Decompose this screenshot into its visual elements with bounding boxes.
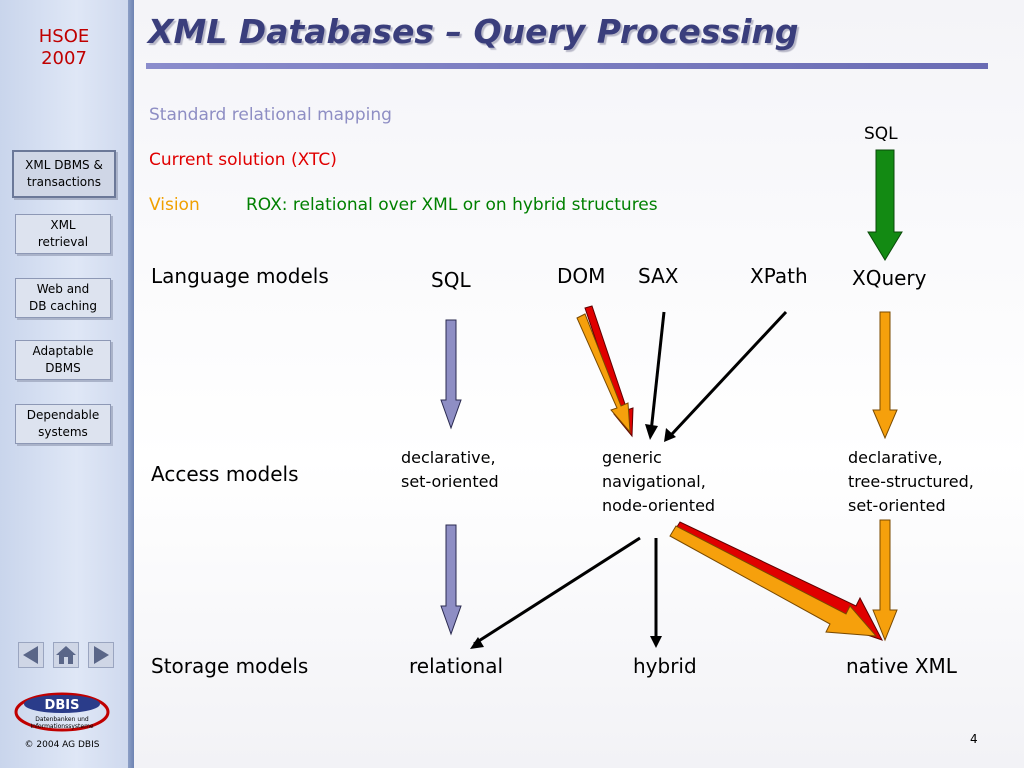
label-storage-relational: relational [409,654,504,678]
label-access-declarative: declarative, set-oriented [401,448,499,491]
nav-item-dependable-systems[interactable]: Dependable systems [15,404,111,444]
label-storage-models: Storage models [151,654,309,678]
page-number: 4 [970,732,978,746]
nav-item-label: systems [38,425,88,439]
nav-item-label: retrieval [37,235,89,249]
nav-item-web-caching[interactable]: Web and DB caching [15,278,111,318]
prev-slide-button[interactable] [18,642,44,668]
label-access-tree: declarative, tree-structured, set-orient… [848,448,974,515]
line-standard: Standard relational mapping [149,105,392,125]
next-slide-button[interactable] [88,642,114,668]
arrow-declarative-to-relational [440,524,462,636]
triangle-left-icon [23,646,38,664]
label-lang-sql: SQL [431,268,471,292]
dbis-logo: DBIS Datenbanken und Informationssysteme [14,692,110,732]
nav-item-xml-dbms[interactable]: XML DBMS & transactions [12,150,116,198]
org-line2: 2007 [41,48,87,69]
nav-item-label: DB caching [29,299,97,313]
nav-item-label: DBMS [45,361,81,375]
logo-sub1: Datenbanken und [35,716,89,723]
arrow-xquery-to-tree [872,311,898,440]
label-access-models: Access models [151,462,299,486]
label-lang-dom: DOM [557,264,606,288]
logo-text: DBIS [45,698,80,713]
arrow-generic-to-hybrid [650,538,662,648]
label-top-sql: SQL [864,124,898,144]
arrow-generic-to-native-orange [669,525,878,637]
nav-item-label: Web and [36,282,90,296]
title-rule [146,63,988,69]
nav-item-xml-retrieval[interactable]: XML retrieval [15,214,111,254]
page-title: XML Databases – Query Processing [148,12,799,51]
label-lang-sax: SAX [638,264,679,288]
org-label: HSOE 2007 [0,26,128,70]
arrow-xpath [664,310,788,442]
label-storage-native: native XML [846,654,957,678]
triangle-right-icon [94,646,109,664]
home-icon [56,646,76,664]
nav-item-label: Dependable [26,408,100,422]
arrow-sql-to-declarative [440,319,462,430]
arrow-generic-to-relational [470,536,641,649]
sidebar [0,0,128,768]
arrow-sql-to-xquery [867,149,903,261]
vision-text: ROX: relational over XML or on hybrid st… [246,195,658,215]
nav-item-label: transactions [26,175,102,189]
nav-item-label: Adaptable [32,344,94,358]
label-access-generic: generic navigational, node-oriented [602,448,716,515]
label-storage-hybrid: hybrid [633,654,697,678]
nav-item-label: XML [50,218,76,232]
logo-sub2: Informationssysteme [30,723,94,730]
home-button[interactable] [53,642,79,668]
sidebar-border [128,0,134,768]
vision-label: Vision [149,195,200,215]
arrow-dom-orange [576,313,631,434]
nav-item-label: XML DBMS & [25,158,103,172]
label-language-models: Language models [151,264,329,288]
arrow-sax [645,311,666,440]
label-lang-xquery: XQuery [852,266,927,290]
label-lang-xpath: XPath [750,264,808,288]
arrow-tree-to-native [872,519,898,642]
copyright: © 2004 AG DBIS [24,740,100,750]
org-line1: HSOE [38,26,90,47]
line-current: Current solution (XTC) [149,150,337,170]
